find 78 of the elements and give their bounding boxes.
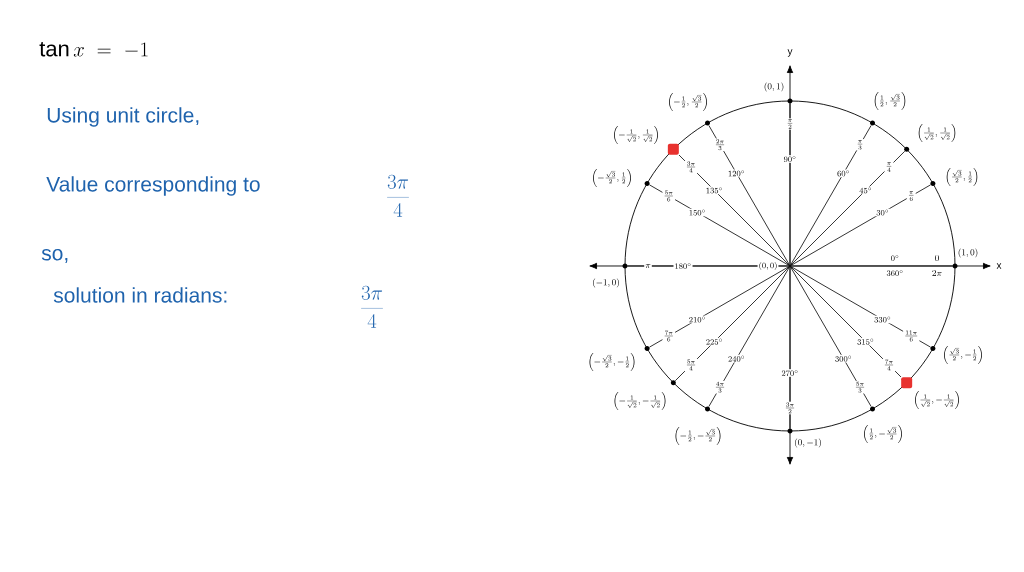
radian-label: $\frac{7\pi}{6}$: [662, 329, 676, 343]
radius-line: [790, 184, 931, 266]
radius-line: [790, 125, 872, 266]
axis-label: x: [996, 263, 1002, 269]
handwritten-note: Using unit circle,: [47, 107, 199, 127]
coordinate-label: $\left(\frac{1}{2},\frac{\sqrt{3}}{2}\right)$: [874, 92, 906, 110]
axis-label: y: [787, 49, 793, 57]
degree-label: $135^\circ$: [704, 186, 724, 195]
radius-line: [627, 265, 790, 267]
radius-line: [790, 266, 872, 407]
radian-label: $\frac{\pi}{2}$: [785, 118, 795, 130]
coordinate-label: $\left(\frac{1}{\sqrt{2}},\frac{1}{\sqrt{2}}\right)$: [918, 124, 956, 142]
radius-line: [790, 266, 902, 378]
degree-label: $330^\circ$: [873, 315, 893, 324]
degree-label: $315^\circ$: [856, 337, 876, 346]
degree-label: $90^\circ$: [782, 155, 798, 163]
radius-line: [708, 125, 790, 266]
radius-line: [790, 150, 906, 266]
coordinate-label: $(0,-1)$: [795, 438, 821, 448]
radius-line: [708, 266, 790, 407]
coordinate-label: $\left(-\frac{1}{\sqrt{2}},\frac{1}{\sqrt{2}}\right)$: [614, 126, 658, 144]
handwritten-note: so,: [41, 249, 68, 263]
coordinate-label: $\left(\frac{1}{2},-\frac{\sqrt{3}}{2}\right)$: [864, 425, 902, 443]
coordinate-label: $(0,1)$: [764, 82, 784, 92]
coordinate-label: $\left(-\frac{\sqrt{3}}{2},\frac{1}{2}\right)$: [593, 169, 631, 187]
radius-line: [789, 266, 791, 429]
degree-label: $150^\circ$: [687, 208, 707, 217]
radian-label: $\frac{7\pi}{4}$: [882, 358, 896, 372]
degree-label: $225^\circ$: [704, 337, 724, 346]
degree-label: $120^\circ$: [726, 169, 747, 178]
origin-label: $(0,0)$: [757, 261, 779, 271]
radian-label: $\frac{\pi}{4}$: [884, 161, 894, 173]
radius-line: [678, 154, 790, 266]
radius-line: [789, 103, 791, 266]
handwritten-equation: $\tan x\ =\ -1$: [39, 42, 148, 57]
radius-line: [649, 266, 790, 348]
degree-label: $240^\circ$: [726, 354, 747, 363]
radian-label: $\frac{4\pi}{3}$: [713, 380, 727, 394]
coordinate-label: $\left(\frac{\sqrt{3}}{2},\frac{1}{2}\right)$: [946, 168, 978, 186]
handwritten-fraction: $\frac{3\pi}{4}$: [361, 285, 383, 328]
radius-line: [649, 184, 790, 266]
coordinate-label: $\left(-\frac{\sqrt{3}}{2},-\frac{1}{2}\right)$: [589, 353, 635, 371]
radian-label: $\frac{\pi}{3}$: [855, 139, 865, 151]
coordinate-label: $\left(-\frac{1}{\sqrt{2}},-\frac{1}{\sqrt{2}}\right)$: [614, 392, 666, 410]
radian-label: $\frac{5\pi}{3}$: [853, 380, 867, 394]
radian-label: $\pi$: [644, 263, 652, 269]
degree-label: $180^\circ$: [673, 262, 693, 270]
coordinate-label: $(-1,0)$: [593, 278, 619, 288]
radian-label: $\frac{3\pi}{2}$: [783, 401, 797, 415]
radius-line: [790, 266, 931, 348]
degree-label: $300^\circ$: [833, 354, 854, 363]
degree-label: $45^\circ$: [858, 186, 874, 195]
coordinate-label: $\left(\frac{\sqrt{3}}{2},-\frac{1}{2}\right)$: [944, 346, 982, 364]
degree-label: $360^\circ$: [885, 269, 905, 277]
coordinate-label: $\left(-\frac{1}{2},-\frac{\sqrt{3}}{2}\right)$: [675, 427, 721, 445]
radius-line: [790, 265, 953, 267]
coordinate-label: $\left(-\frac{1}{2},\frac{\sqrt{3}}{2}\right)$: [669, 93, 707, 111]
coordinate-label: $(1,0)$: [958, 248, 978, 258]
highlighted-point: [667, 143, 679, 155]
handwritten-note: Value corresponding to: [46, 176, 260, 196]
degree-label: $60^\circ$: [836, 169, 851, 178]
handwritten-fraction: $\frac{3\pi}{4}$: [387, 174, 409, 217]
radian-label: $2\pi$: [930, 269, 944, 277]
handwritten-note: solution in radians:: [53, 287, 227, 303]
radian-label: $\frac{5\pi}{6}$: [662, 189, 676, 203]
degree-label: $30^\circ$: [875, 208, 891, 217]
radian-label: $0$: [933, 254, 941, 262]
radian-label: $\frac{11\pi}{6}$: [903, 329, 920, 343]
highlighted-point: [901, 377, 913, 389]
coordinate-label: $\left(\frac{1}{\sqrt{2}},-\frac{1}{\sqrt{2}}\right)$: [915, 391, 959, 409]
radian-label: $\frac{\pi}{6}$: [906, 190, 916, 202]
radian-label: $\frac{5\pi}{4}$: [684, 358, 698, 372]
degree-label: $210^\circ$: [687, 315, 707, 324]
radian-label: $\frac{3\pi}{4}$: [684, 160, 698, 174]
radius-line: [674, 266, 790, 382]
degree-label: $270^\circ$: [780, 369, 800, 377]
degree-label: $0^\circ$: [889, 254, 901, 262]
radian-label: $\frac{2\pi}{3}$: [713, 138, 727, 152]
